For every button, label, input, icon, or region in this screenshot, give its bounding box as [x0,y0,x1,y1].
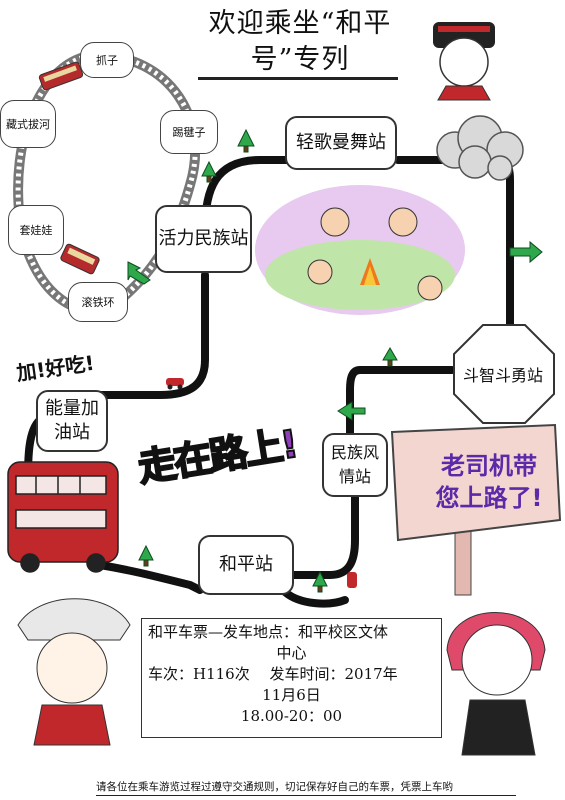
arrow-icon [127,240,543,421]
station-qingge[interactable]: 轻歌曼舞站 [285,116,397,170]
tree-icon [138,128,398,593]
title-line-1: 欢迎乘坐“和平 [208,8,392,39]
title-underline [198,77,398,80]
title-line-2: 号”专列 [250,44,350,75]
bus-icon [7,461,119,573]
ticket-line-2: 中心 [276,644,307,662]
tram-icon [60,243,100,275]
ticket-line-5: 18.00-20：00 [240,707,343,725]
sign-slogan: 老司机带 您上路了! [414,450,564,514]
station-heping[interactable]: 和平站 [198,535,294,595]
octagon-station-shape [453,324,555,424]
loop-stop-zhuazi[interactable]: 抓子 [80,42,134,78]
sign-line-2: 您上路了! [435,484,543,512]
signpost-icon [390,423,562,596]
dancing-children-icon [255,185,465,315]
girl-mascot-icon [446,612,546,756]
page-title: 欢迎乘坐“和平 号”专列 [195,6,405,78]
station-nengliang[interactable]: 能量加 油站 [36,390,108,452]
girl-mascot-icon [433,22,495,101]
footer-notice: 请各位在乘车游览过程过遵守交通规则，切记保存好自己的车票，凭票上车哟 [96,779,516,796]
ticket-line-1: 和平车票—发车地点：和平校区文体 [148,623,389,641]
sign-line-1: 老司机带 [441,452,537,480]
station-minzufeng[interactable]: 民族风 情站 [322,433,388,497]
ticket-line-4: 11月6日 [262,686,321,704]
ticket-line-3: 车次：H116次 发车时间：2017年 [148,665,398,683]
girl-mascot-icon [17,598,131,746]
ticket-info-box: 和平车票—发车地点：和平校区文体 中心 车次：H116次 发车时间：2017年 … [141,618,442,738]
car-icon [166,378,357,588]
cloud-icon [436,115,524,181]
loop-stop-guntiehuan[interactable]: 滚铁环 [68,282,128,322]
station-huoli[interactable]: 活力民族站 [155,205,252,273]
station-douzhi[interactable]: 斗智斗勇站 [462,366,543,385]
loop-stop-taowawa[interactable]: 套娃娃 [8,205,64,255]
loop-stop-tijianzi[interactable]: 踢毽子 [160,110,218,154]
loop-stop-bahe[interactable]: 藏式拔河 [0,100,56,148]
